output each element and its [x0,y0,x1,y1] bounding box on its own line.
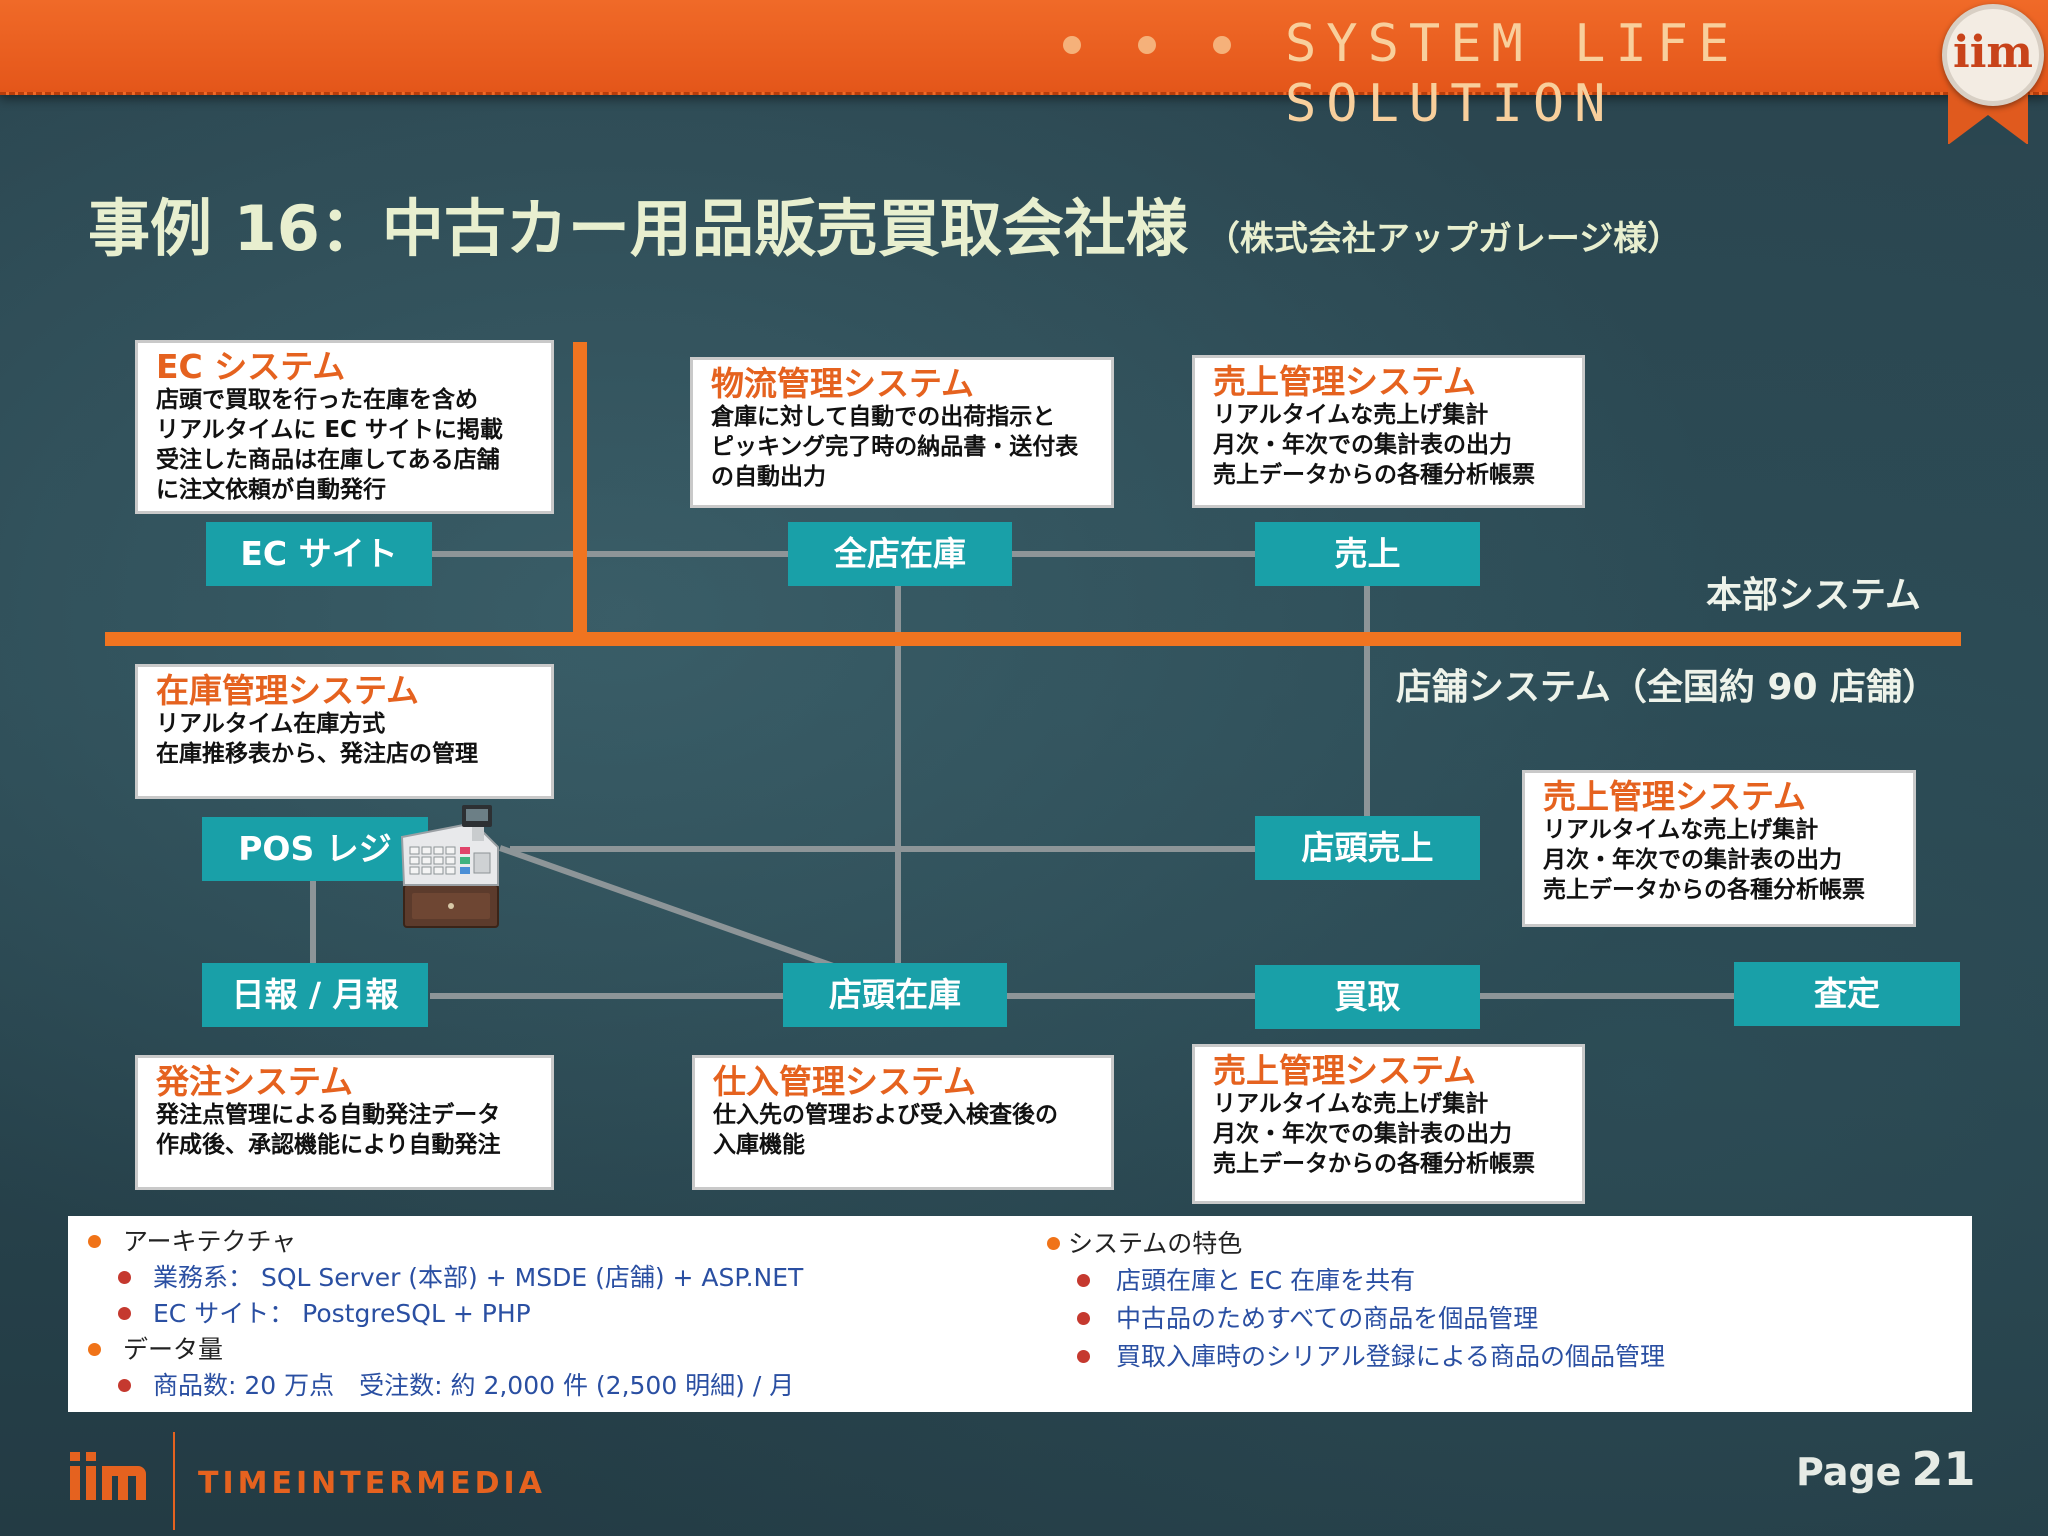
ec-system-box: EC システム 店頭で買取を行った在庫を含め リアルタイムに EC サイトに掲載… [135,340,554,514]
header-bar: SYSTEM LIFE SOLUTION [0,0,2048,134]
logo-badge: iim [1942,4,2044,106]
page-number-value: 21 [1911,1442,1976,1496]
sales-system-box-hq: 売上管理システム リアルタイムな売上げ集計 月次・年次での集計表の出力 売上デー… [1192,355,1585,508]
node-appraisal: 査定 [1734,962,1960,1026]
bullet-data-volume: データ量 [88,1330,223,1366]
header-tagline: SYSTEM LIFE SOLUTION [1285,14,1740,134]
bullet-data-volume-item: 商品数: 20 万点 受注数: 約 2,000 件 (2,500 明細) / 月 [118,1366,794,1402]
inventory-system-box: 在庫管理システム リアルタイム在庫方式 在庫推移表から、発注店の管理 [135,664,554,799]
box-title: 発注システム [156,1062,354,1101]
info-panel [68,1216,1972,1412]
bullet-feature-item: 買取入庫時のシリアル登録による商品の個品管理 [1077,1337,1665,1373]
connector-line [1000,993,1265,999]
box-body: 発注点管理による自動発注データ 作成後、承認機能により自動発注 [156,1102,501,1158]
box-title: 売上管理システム [1213,362,1477,401]
connector-line [1010,551,1260,557]
dot-icon [1063,36,1081,54]
node-buying: 買取 [1255,965,1480,1029]
bullet-architecture-item: EC サイト： PostgreSQL + PHP [118,1294,531,1330]
box-title: 売上管理システム [1213,1051,1477,1090]
connector-line [310,875,316,965]
page-title: 事例 16：中古カー用品販売買取会社様 （株式会社アップガレージ様） [88,178,1681,268]
footer-divider [173,1432,175,1530]
node-all-stock: 全店在庫 [788,522,1012,586]
title-sub: （株式会社アップガレージ様） [1205,219,1682,259]
connector-line [430,551,790,557]
box-title: 売上管理システム [1543,777,1807,816]
sales-system-box-buy: 売上管理システム リアルタイムな売上げ集計 月次・年次での集計表の出力 売上デー… [1192,1044,1585,1204]
box-title: 物流管理システム [711,364,975,403]
bullet-architecture-item: 業務系： SQL Server (本部) + MSDE (店舗) + ASP.N… [118,1258,803,1294]
bullet-feature-item: 中古品のためすべての商品を個品管理 [1077,1299,1538,1335]
purchasing-system-box: 仕入管理システム 仕入先の管理および受入検査後の 入庫機能 [692,1055,1114,1190]
dot-icon [1138,36,1156,54]
bullet-features: システムの特色 [1047,1224,1242,1260]
page-label: Page [1796,1450,1902,1494]
zone-label-hq: 本部システム [1706,575,1921,616]
system-divider-line [105,632,1961,646]
connector-line [1364,580,1370,820]
cash-register-icon [400,805,499,928]
node-store-sales: 店頭売上 [1255,816,1480,880]
box-body: リアルタイムな売上げ集計 月次・年次での集計表の出力 売上データからの各種分析帳… [1213,402,1535,488]
company-logo-icon [70,1452,146,1500]
sales-system-box-store: 売上管理システム リアルタイムな売上げ集計 月次・年次での集計表の出力 売上デー… [1522,770,1916,927]
box-title: 在庫管理システム [156,671,420,710]
connector-line [510,846,1260,852]
zone-label-store: 店舗システム（全国約 90 店舗） [1396,667,1939,708]
box-body: リアルタイム在庫方式 在庫推移表から、発注店の管理 [156,711,478,767]
box-body: 倉庫に対して自動での出荷指示と ピッキング完了時の納品書・送付表 の自動出力 [711,404,1079,490]
node-daily-monthly-report: 日報 / 月報 [202,963,428,1027]
box-title: 仕入管理システム [713,1062,977,1101]
dot-icon [1213,36,1231,54]
connector-line [430,993,785,999]
footer-company-name: TIMEINTERMEDIA [198,1466,546,1501]
ordering-system-box: 発注システム 発注点管理による自動発注データ 作成後、承認機能により自動発注 [135,1055,554,1190]
box-body: リアルタイムな売上げ集計 月次・年次での集計表の出力 売上データからの各種分析帳… [1543,817,1865,903]
node-store-stock: 店頭在庫 [783,963,1007,1027]
connector-line [895,580,901,965]
bullet-architecture: アーキテクチャ [88,1222,296,1258]
logistics-system-box: 物流管理システム 倉庫に対して自動での出荷指示と ピッキング完了時の納品書・送付… [690,357,1114,508]
box-body: リアルタイムな売上げ集計 月次・年次での集計表の出力 売上データからの各種分析帳… [1213,1091,1535,1177]
box-title: EC システム [156,347,346,386]
box-body: 店頭で買取を行った在庫を含め リアルタイムに EC サイトに掲載 受注した商品は… [156,387,503,503]
ec-divider-line [573,342,587,632]
node-sales: 売上 [1255,522,1480,586]
box-body: 仕入先の管理および受入検査後の 入庫機能 [713,1102,1058,1158]
connector-line [1475,993,1735,999]
title-main: 事例 16：中古カー用品販売買取会社様 [88,192,1188,265]
node-ec-site: EC サイト [206,522,432,586]
bullet-feature-item: 店頭在庫と EC 在庫を共有 [1077,1261,1415,1297]
node-pos-register: POS レジ [202,817,428,881]
